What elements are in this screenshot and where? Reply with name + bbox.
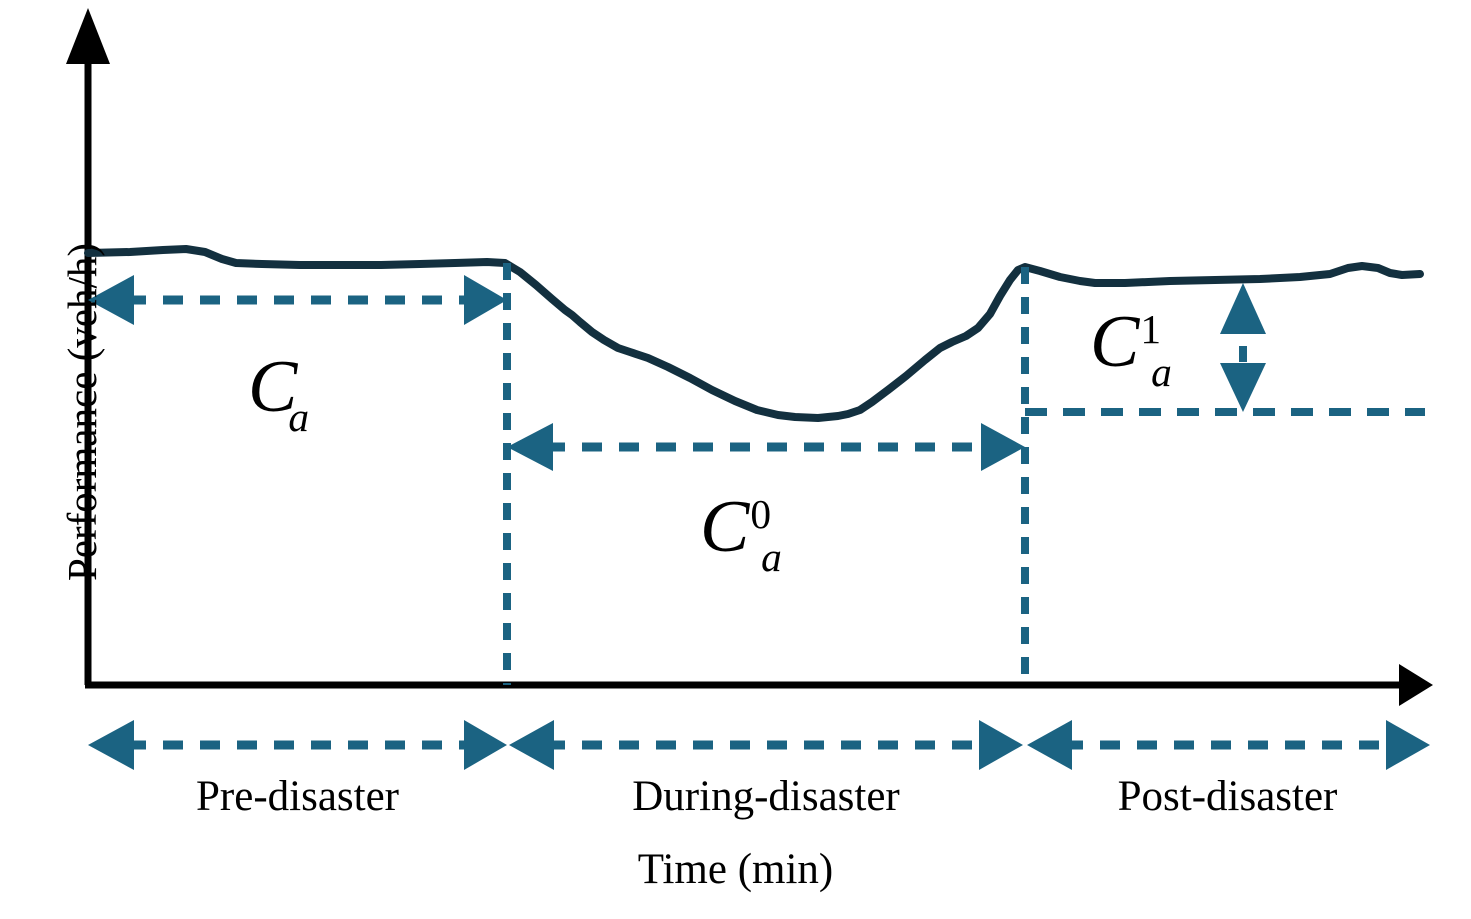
ca0-dimension-arrow (507, 423, 1025, 471)
arrow-head-right-icon (464, 275, 507, 325)
phase-label-pre-disaster: Pre-disaster (196, 773, 399, 820)
phase-arrow-during-disaster (509, 720, 1023, 770)
phase-label-during-disaster: During-disaster (632, 773, 900, 820)
ca1-superscript: 1 (1140, 305, 1162, 352)
ca-subscript: a (288, 393, 310, 440)
ca1-base: C (1090, 301, 1140, 383)
phase-arrow-pre-disaster (88, 720, 507, 770)
y-axis-label: Performance (veh/h) (59, 242, 105, 582)
phase-arrow-post-disaster (1027, 720, 1430, 770)
ca1-subscript: a (1151, 348, 1172, 395)
arrow-head-right-icon (979, 720, 1023, 770)
ca0-superscript: 0 (750, 490, 772, 537)
axis-arrow-up-icon (66, 8, 110, 64)
ca1-label: C1a (1090, 300, 1181, 395)
ca1-dimension-arrow (1220, 283, 1266, 412)
ca0-base: C (700, 486, 750, 568)
y-axis (66, 8, 110, 685)
ca0-label: C0a (700, 485, 791, 580)
arrow-head-right-icon (1386, 720, 1430, 770)
arrow-head-left-icon (509, 720, 554, 770)
arrow-head-right-icon (981, 423, 1025, 471)
x-axis (85, 664, 1433, 706)
performance-curve (84, 245, 1424, 422)
arrow-head-left-icon (507, 423, 553, 471)
arrow-head-left-icon (88, 720, 134, 770)
arrow-head-right-icon (464, 720, 507, 770)
ca-base: C (248, 346, 298, 428)
arrow-head-left-icon (88, 275, 134, 325)
ca-dimension-arrow (88, 275, 507, 325)
phase-label-post-disaster: Post-disaster (1117, 773, 1338, 820)
axis-arrow-right-icon (1399, 664, 1433, 706)
arrow-head-up-icon (1220, 283, 1266, 334)
x-axis-label: Time (min) (637, 846, 834, 893)
ca0-subscript: a (761, 533, 782, 580)
ca-label: Ca (248, 345, 318, 440)
arrow-head-down-icon (1220, 363, 1266, 412)
arrow-head-left-icon (1027, 720, 1072, 770)
